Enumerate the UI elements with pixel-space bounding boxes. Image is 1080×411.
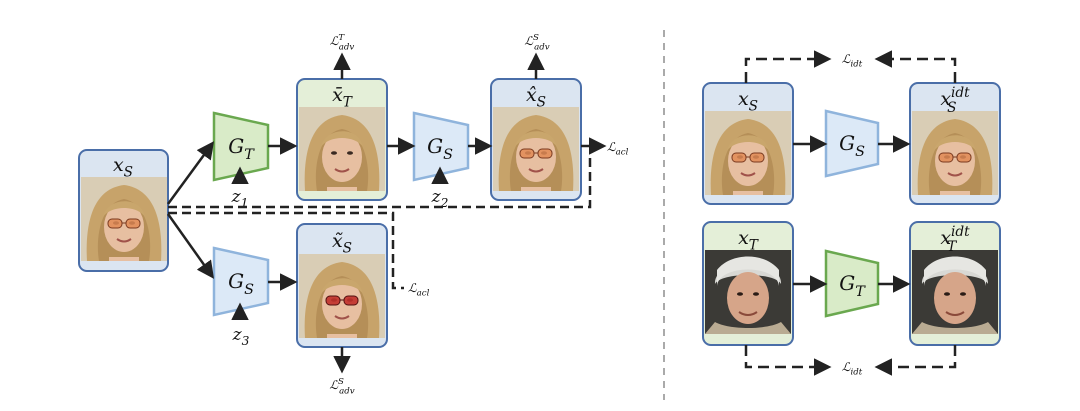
right-arrows (793, 135, 911, 293)
idt-dashed-lines (744, 50, 957, 376)
generator-gs-top: GS (412, 111, 470, 182)
input-xs-card: xS (78, 149, 169, 272)
right-xt-card: xT (702, 221, 794, 346)
xbar-t-card: x̄T (296, 78, 388, 201)
generator-gs-bottom: GS (212, 246, 270, 317)
left-arrows (166, 52, 607, 374)
xtilde-s-card: x̃S (296, 223, 388, 348)
acl-dashed-lines (168, 157, 592, 290)
xtilde-s-label: x̃S (332, 230, 352, 257)
right-xs-label: xS (738, 88, 758, 115)
right-xs-card: xS (702, 82, 794, 205)
generator-gt-label: GT (228, 134, 255, 163)
noise-z3: z3 (232, 325, 250, 348)
xhat-s-label: x̂S (526, 84, 546, 111)
xhat-s-card: x̂S (490, 78, 582, 201)
xbar-t-label: x̄T (332, 84, 353, 111)
generator-gs-bottom-label: GS (228, 269, 254, 298)
right-generator-gs: GS (824, 109, 880, 178)
noise-z2: z2 (431, 187, 449, 210)
noise-z1: z1 (231, 187, 249, 210)
generator-gt: GT (212, 111, 270, 182)
right-xt-label: xT (738, 227, 759, 254)
right-generator-gt: GT (824, 249, 880, 318)
right-generator-gs-label: GS (839, 131, 865, 160)
loss-acl-bottom: ℒacl (408, 281, 430, 299)
generator-gs-top-label: GS (427, 134, 453, 163)
input-xs-label: xS (113, 154, 133, 181)
loss-acl-top: ℒacl (607, 140, 629, 158)
loss-idt-top: ℒidt (842, 52, 863, 70)
loss-idt-bottom: ℒidt (842, 360, 863, 378)
right-generator-gt-label: GT (839, 271, 866, 300)
